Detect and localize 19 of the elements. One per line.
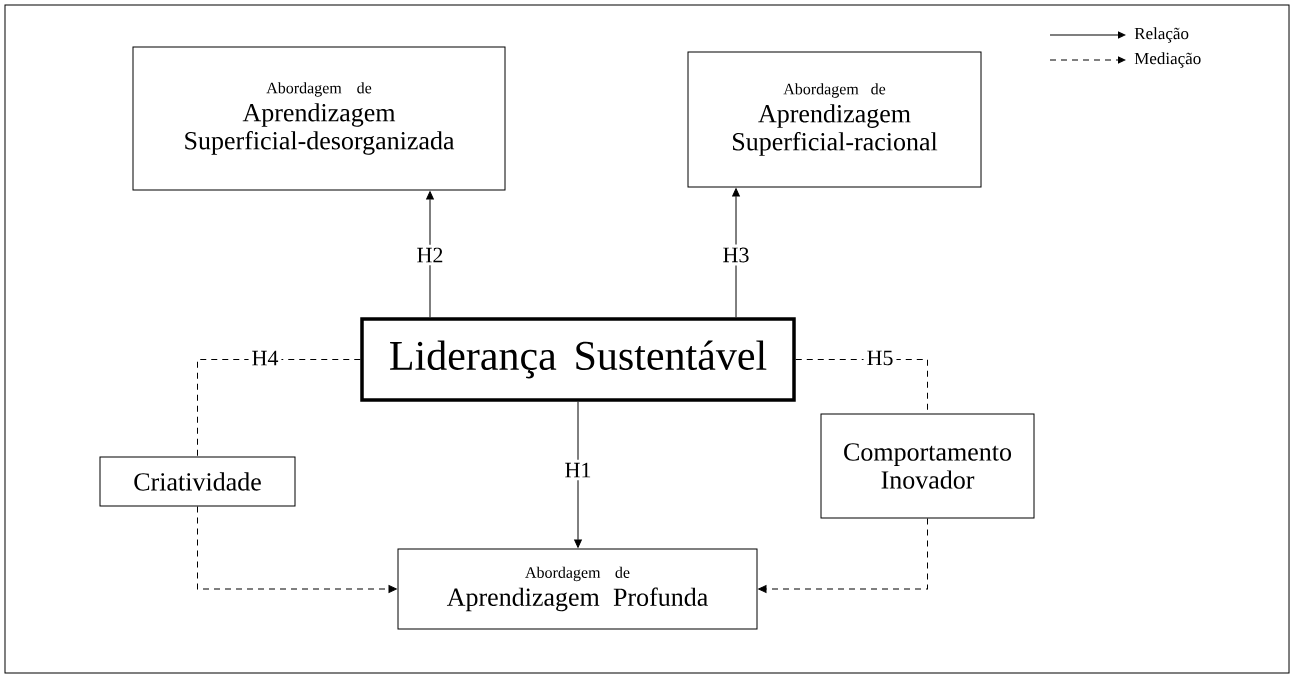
concept-box: Abordagem de Aprendizagem Profunda — [397, 548, 758, 630]
arrow — [732, 188, 740, 318]
connector-line — [197, 359, 361, 457]
edge-label: H1 — [561, 459, 595, 481]
edge-label: H5 — [863, 347, 897, 369]
legend-label: Mediação — [1134, 52, 1201, 68]
edge-label: H3 — [719, 244, 753, 266]
arrow — [426, 191, 434, 318]
concept-box: Liderança Sustentável — [360, 317, 796, 402]
concept-box: Abordagem de Aprendizagem Superficial-racional — [687, 51, 982, 188]
legend-label: Relação — [1134, 27, 1189, 43]
arrow — [758, 518, 928, 593]
concept-box: Criatividade — [99, 456, 296, 507]
edge-label: H4 — [248, 347, 282, 369]
concept-box: Abordagem de Aprendizagem Superficial-desorganizada — [132, 46, 506, 191]
arrow — [574, 401, 582, 548]
arrow — [197, 506, 397, 593]
concept-box: Comportamento Inovador — [820, 413, 1035, 519]
edge-label: H2 — [413, 244, 447, 266]
